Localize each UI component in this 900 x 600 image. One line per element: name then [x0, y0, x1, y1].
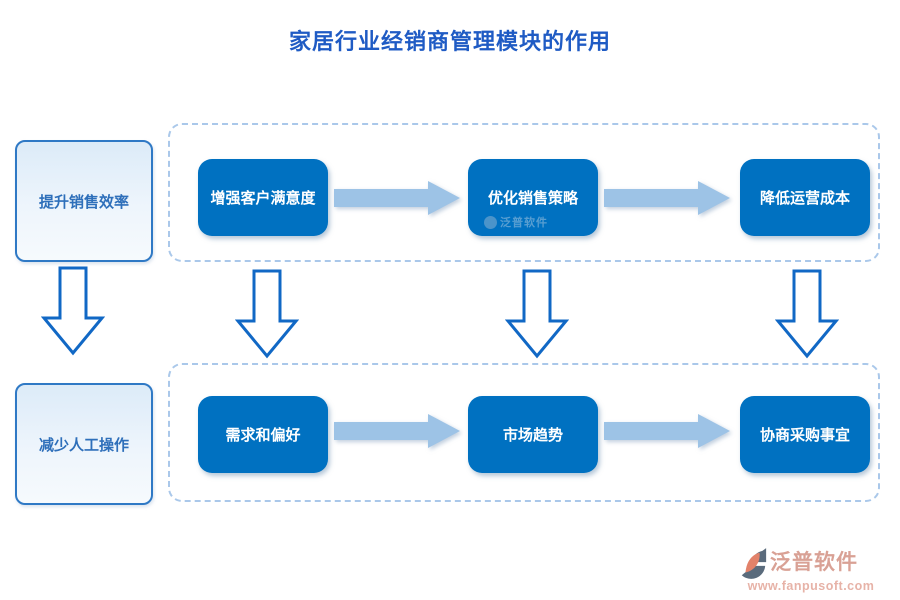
- arrow-right-icon: [334, 179, 462, 217]
- step-box-label: 优化销售策略: [487, 189, 578, 207]
- step-box-sales-strategy: 优化销售策略: [468, 159, 598, 236]
- side-box-sales-efficiency: 提升销售效率: [15, 140, 153, 262]
- brand-url: www.fanpusoft.com: [747, 579, 875, 593]
- step-box-label: 协商采购事宜: [759, 426, 850, 444]
- arrow-down-icon: [775, 269, 839, 359]
- step-box-label: 市场趋势: [502, 426, 563, 444]
- side-box-label: 减少人工操作: [38, 435, 129, 454]
- fanpu-logo-icon: [738, 547, 768, 581]
- arrow-down-icon: [235, 269, 299, 359]
- step-box-customer-satisfaction: 增强客户满意度: [198, 159, 328, 236]
- step-box-needs-preferences: 需求和偏好: [198, 396, 328, 473]
- step-box-label: 增强客户满意度: [210, 189, 316, 207]
- step-box-label: 需求和偏好: [225, 426, 301, 444]
- footer-brand: 泛普软件 www.fanpusoft.com: [738, 547, 888, 593]
- page-title: 家居行业经销商管理模块的作用: [288, 29, 611, 55]
- step-box-label: 降低运营成本: [759, 189, 850, 207]
- arrow-right-icon: [604, 179, 732, 217]
- brand-name: 泛普软件: [770, 549, 858, 574]
- arrow-down-icon: [505, 269, 569, 359]
- side-box-manual-work: 减少人工操作: [15, 383, 153, 505]
- step-box-operating-cost: 降低运营成本: [740, 159, 870, 236]
- arrow-right-icon: [334, 412, 462, 450]
- step-box-market-trends: 市场趋势: [468, 396, 598, 473]
- arrow-down-icon: [41, 266, 105, 356]
- step-box-procurement: 协商采购事宜: [740, 396, 870, 473]
- arrow-right-icon: [604, 412, 732, 450]
- side-box-label: 提升销售效率: [38, 192, 129, 211]
